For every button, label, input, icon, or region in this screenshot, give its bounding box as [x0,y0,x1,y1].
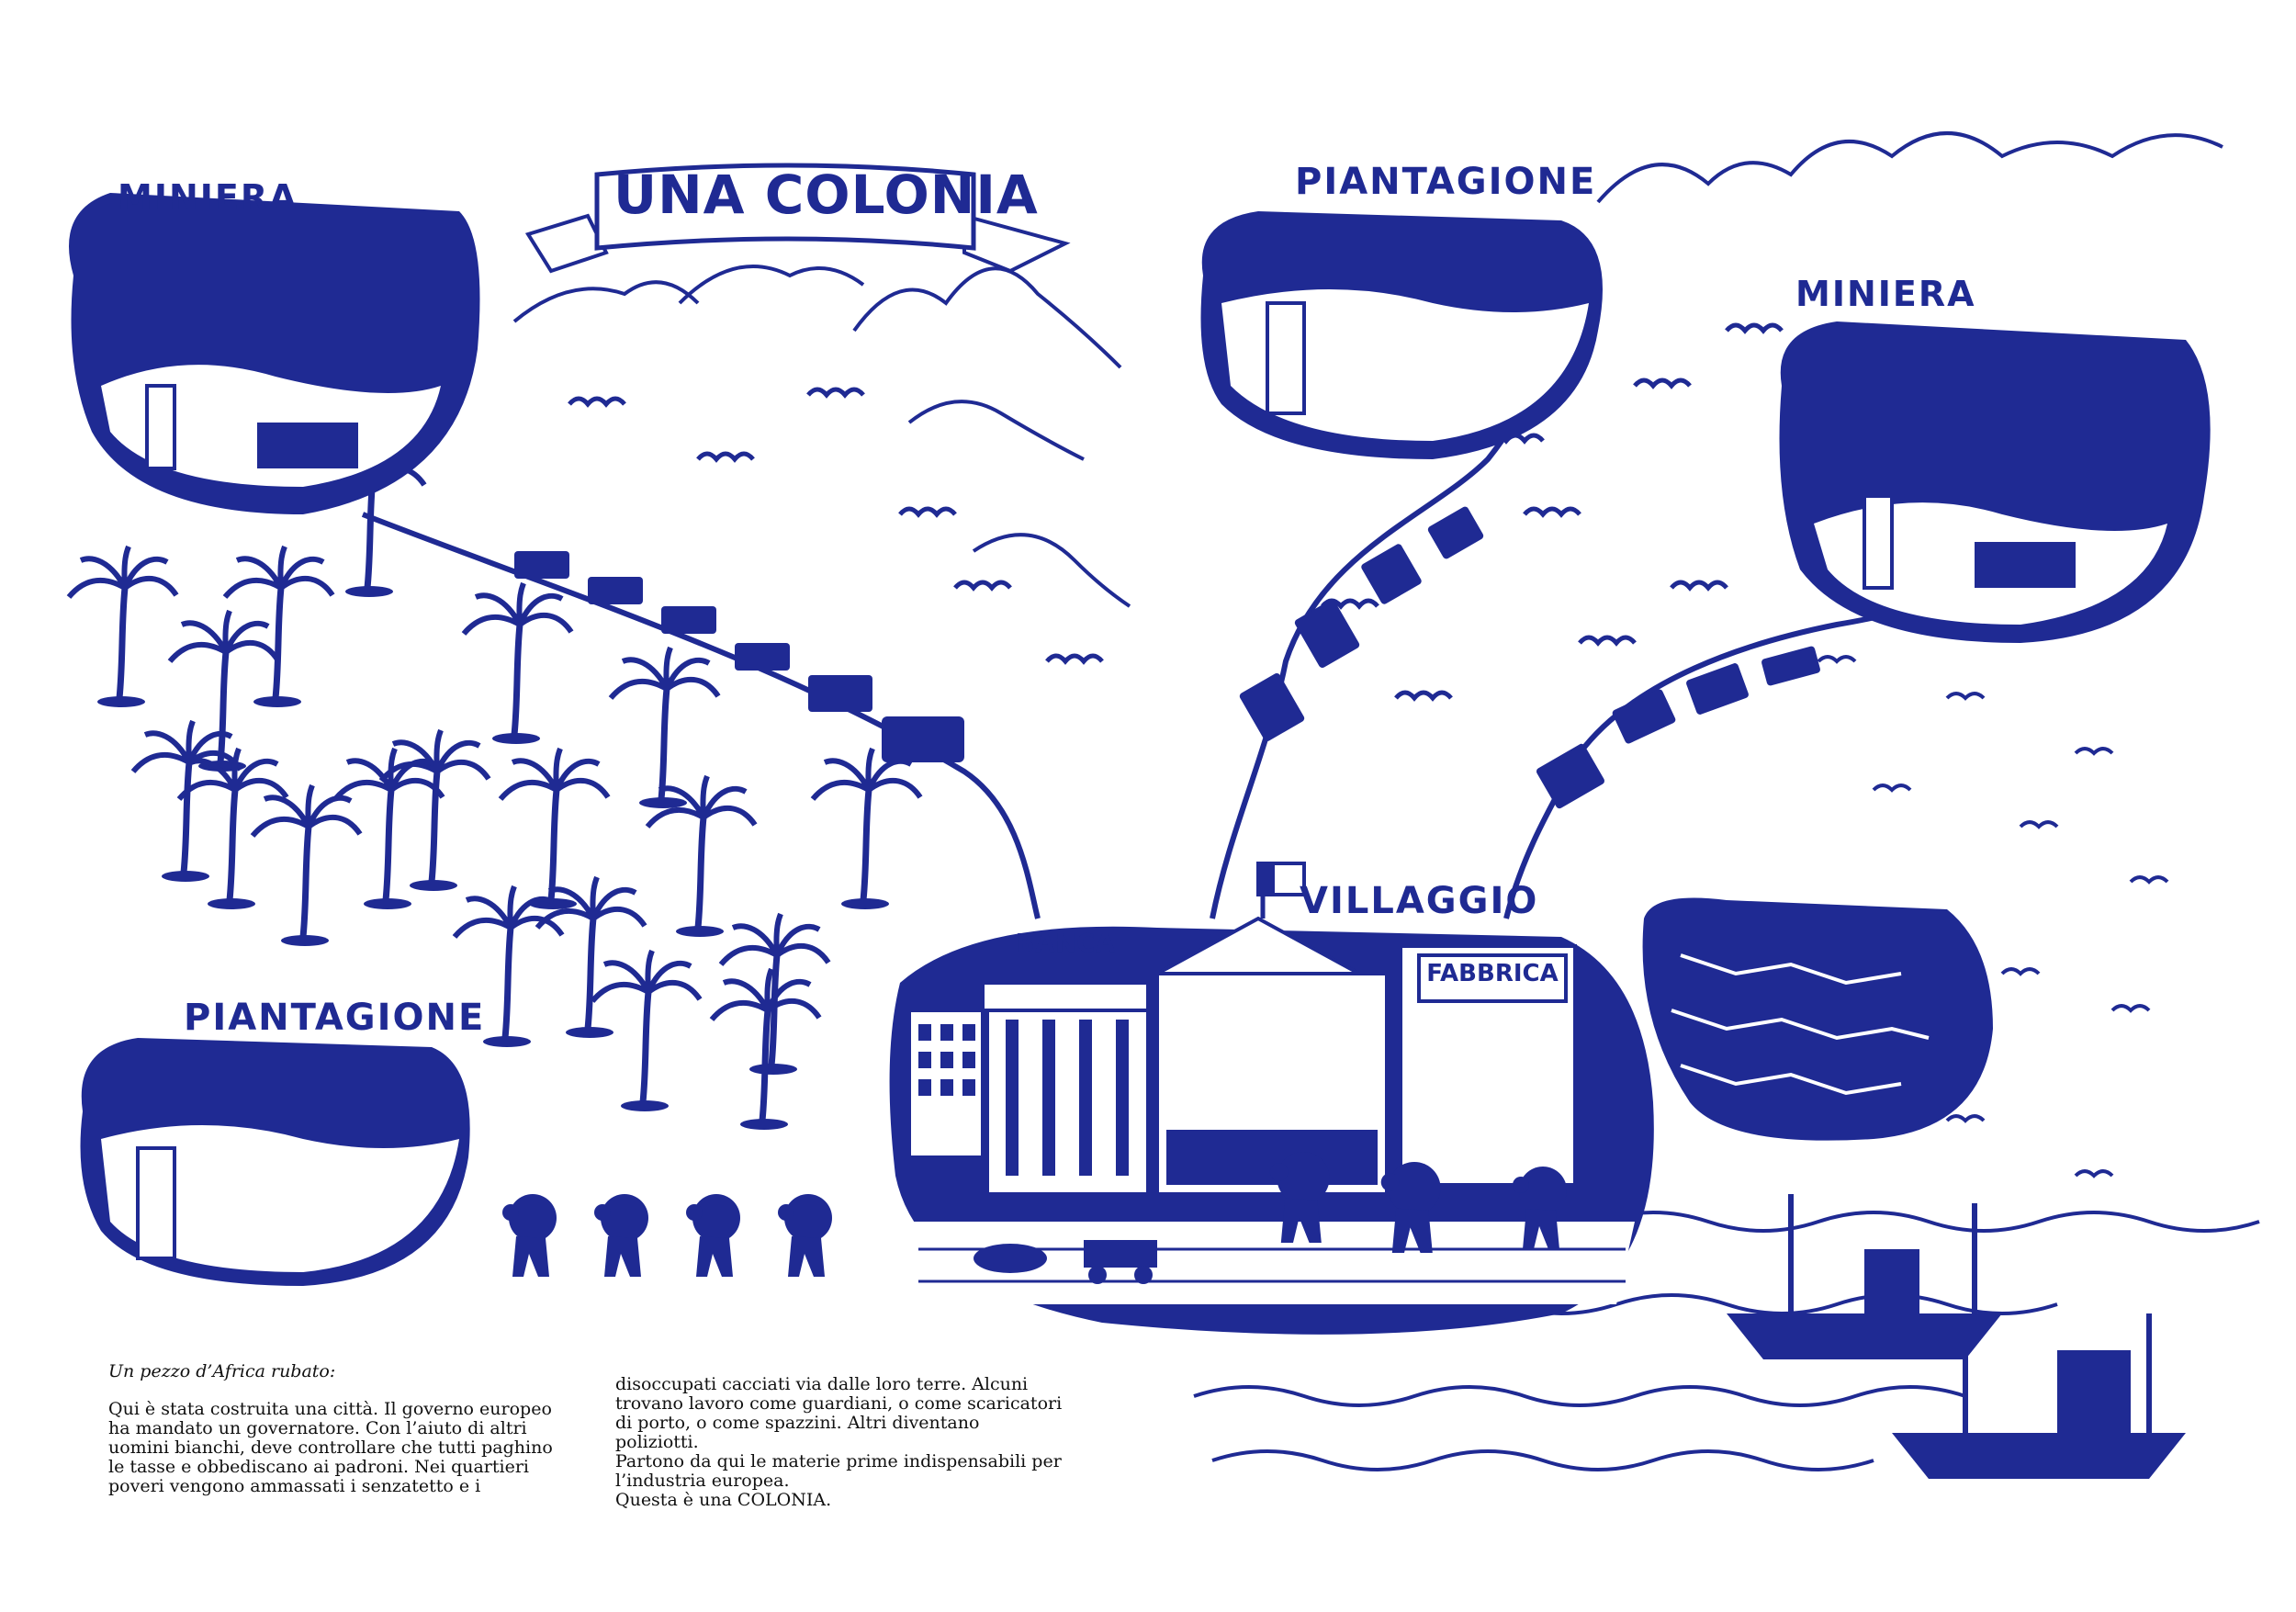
caption-column-2: disoccupati cacciati via dalle loro terr… [615,1374,1063,1510]
caption-column-1: Qui è stata costruita una città. Il gove… [108,1399,553,1496]
label-village: VILLAGGIO [1300,880,1539,922]
label-plantation-left: PIANTAGIONE [184,997,486,1039]
map-title: UNA COLONIA [613,163,1039,226]
label-mine-right: MINIERA [1795,274,1976,314]
label-factory: FABBRICA [1426,960,1559,987]
caption-heading: Un pezzo d’Africa rubato: [108,1361,336,1381]
label-mine-left: MINIERA [118,177,298,218]
label-bank: BANCA [1015,928,1116,958]
label-plantation-top: PIANTAGIONE [1295,161,1597,203]
